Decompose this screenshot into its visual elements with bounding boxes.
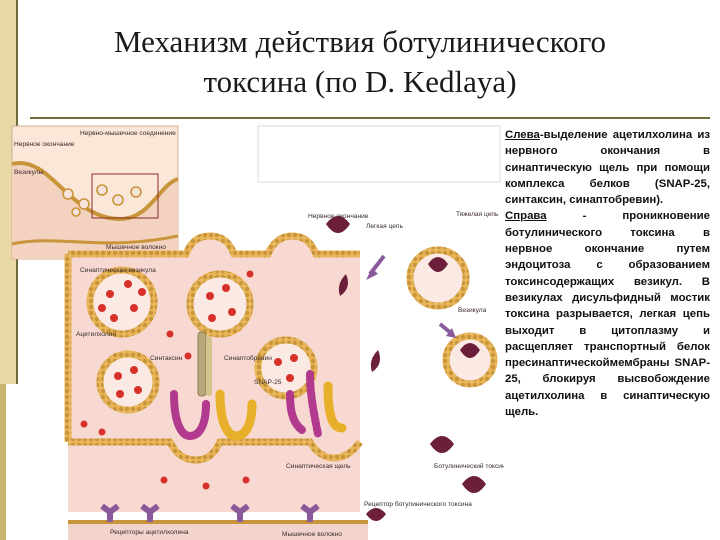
label-ach-receptors: Рецепторы ацетилхолина [110,529,189,536]
label-light-chain: Легкая цепь [366,223,403,230]
label-vesicle: Везикула [458,307,487,314]
toxin-vesicles [406,246,498,388]
label-acetylcholine: Ацетилхолин [76,331,116,338]
label-synaptic-vesicle: Синаптическая везикула [80,267,156,274]
description-text: Слева-выделение ацетилхолина из нервного… [505,127,710,420]
left-accent-bar [0,0,16,384]
right-text: - проникновение ботулинического токсина … [505,210,710,419]
label-nerve-ending-inset: Нервное окончание [14,141,75,148]
inset-vesicles [62,184,142,217]
snare-complex [170,331,347,441]
label-nerve-ending: Нервное окончание [308,213,369,220]
label-muscle-fiber: Мышечное волокно [282,531,342,538]
label-synaptobrevin: Синаптобревин [224,354,272,362]
left-text: -выделение ацетилхолина из нервного окон… [505,129,710,207]
ach-receptors [100,503,320,522]
slide-title: Механизм действия ботулинического токсин… [40,22,680,102]
botulinum-mechanism-diagram: Нервно-мышечное соединение Нервное оконч… [11,125,504,540]
label-neuromuscular-junction: Нервно-мышечное соединение [80,130,176,137]
botulinum-toxin-molecules [326,216,486,521]
label-synaptic-cleft: Синаптическая щель [286,463,351,470]
label-vesicles: Везикулы [14,169,44,176]
label-syntaxin: Синтаксин [150,355,183,362]
label-snap25: SNAP-25 [254,379,282,386]
title-rule [30,117,710,119]
inset-neuromuscular-junction: Нервно-мышечное соединение Нервное оконч… [11,125,179,260]
label-toxin-receptor: Рецептор ботулинического токсина [364,500,472,508]
synaptic-vesicles [86,266,318,414]
right-label: Справа [505,210,547,223]
left-label: Слева [505,129,540,141]
acetylcholine-dots [80,270,254,490]
label-heavy-chain: Тяжелая цепь [456,211,499,218]
label-muscle-fiber-inset: Мышечное волокно [106,244,166,251]
title-line-1: Механизм действия ботулинического [113,24,607,59]
label-botulinum-toxin: Ботулинический токсин [434,462,504,470]
process-arrows [366,254,456,338]
title-line-2: токсина (по D. Kedlaya) [203,64,517,99]
diagram-frame [257,125,501,183]
muscle-fiber-band [68,503,368,540]
left-accent-bar-lower [0,384,6,540]
